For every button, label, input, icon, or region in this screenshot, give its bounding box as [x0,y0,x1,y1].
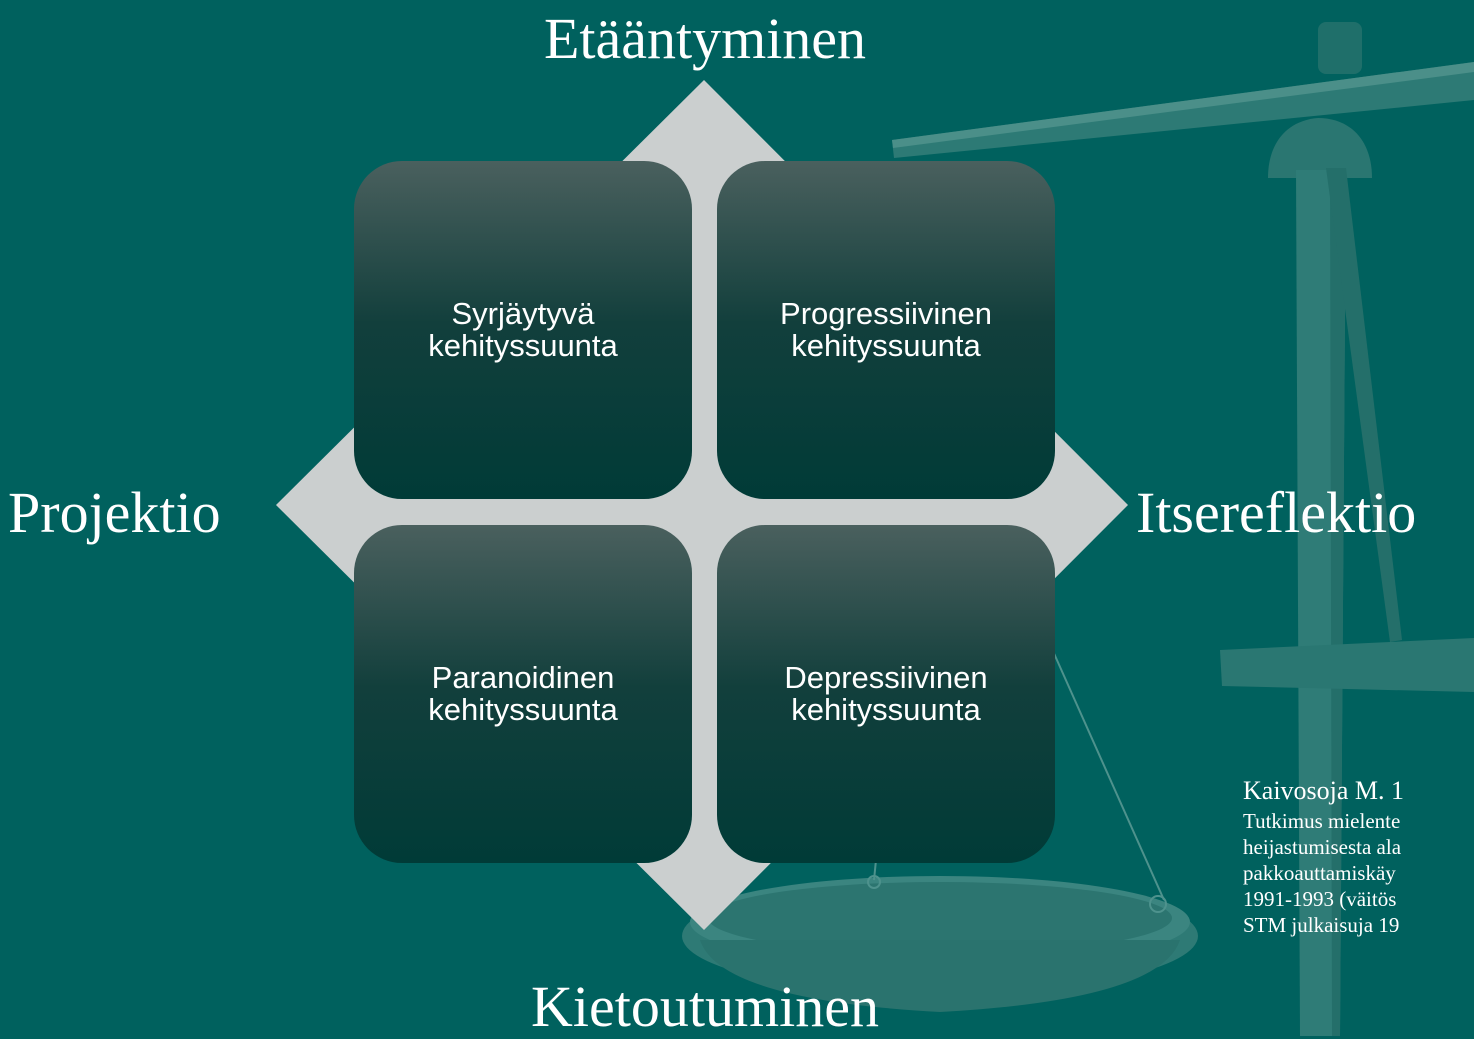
quadrant-label-line1: Syrjäytyvä [451,295,595,331]
quadrant-bottom-left: Paranoidinen kehityssuunta [354,525,692,863]
axis-label-left: Projektio [8,480,221,545]
scale-right-plate [1220,638,1474,692]
axis-label-right: Itsereflektio [1136,480,1417,545]
scale-pivot-knob [1318,22,1362,74]
quadrant-bottom-right: Depressiivinen kehityssuunta [717,525,1055,863]
quadrant-label-line2: kehityssuunta [791,328,981,363]
quadrant-label-line2: kehityssuunta [428,692,618,727]
citation-line: STM julkaisuja 19 [1243,913,1400,937]
citation: Kaivosoja M. 1 Tutkimus mielente heijast… [1243,774,1474,938]
quadrant-label-line2: kehityssuunta [791,692,981,727]
quadrant-top-left: Syrjäytyvä kehityssuunta [354,161,692,499]
citation-line: Tutkimus mielente [1243,809,1401,833]
citation-line: heijastumisesta ala [1243,835,1402,859]
citation-author: Kaivosoja M. 1 [1243,776,1405,805]
citation-line: pakkoauttamiskäy [1243,861,1396,885]
citation-line: 1991-1993 (väitös [1243,887,1397,911]
scale-pivot-cap [1268,118,1372,178]
quadrant-label-line2: kehityssuunta [428,328,618,363]
axis-label-bottom: Kietoutuminen [531,974,879,1039]
quadrant-label-line1: Progressiivinen [780,295,992,331]
quadrant-label-line1: Depressiivinen [784,659,988,695]
axis-label-top: Etääntyminen [543,6,867,71]
quadrant-top-right: Progressiivinen kehityssuunta [717,161,1055,499]
quadrant-label-line1: Paranoidinen [431,659,615,695]
